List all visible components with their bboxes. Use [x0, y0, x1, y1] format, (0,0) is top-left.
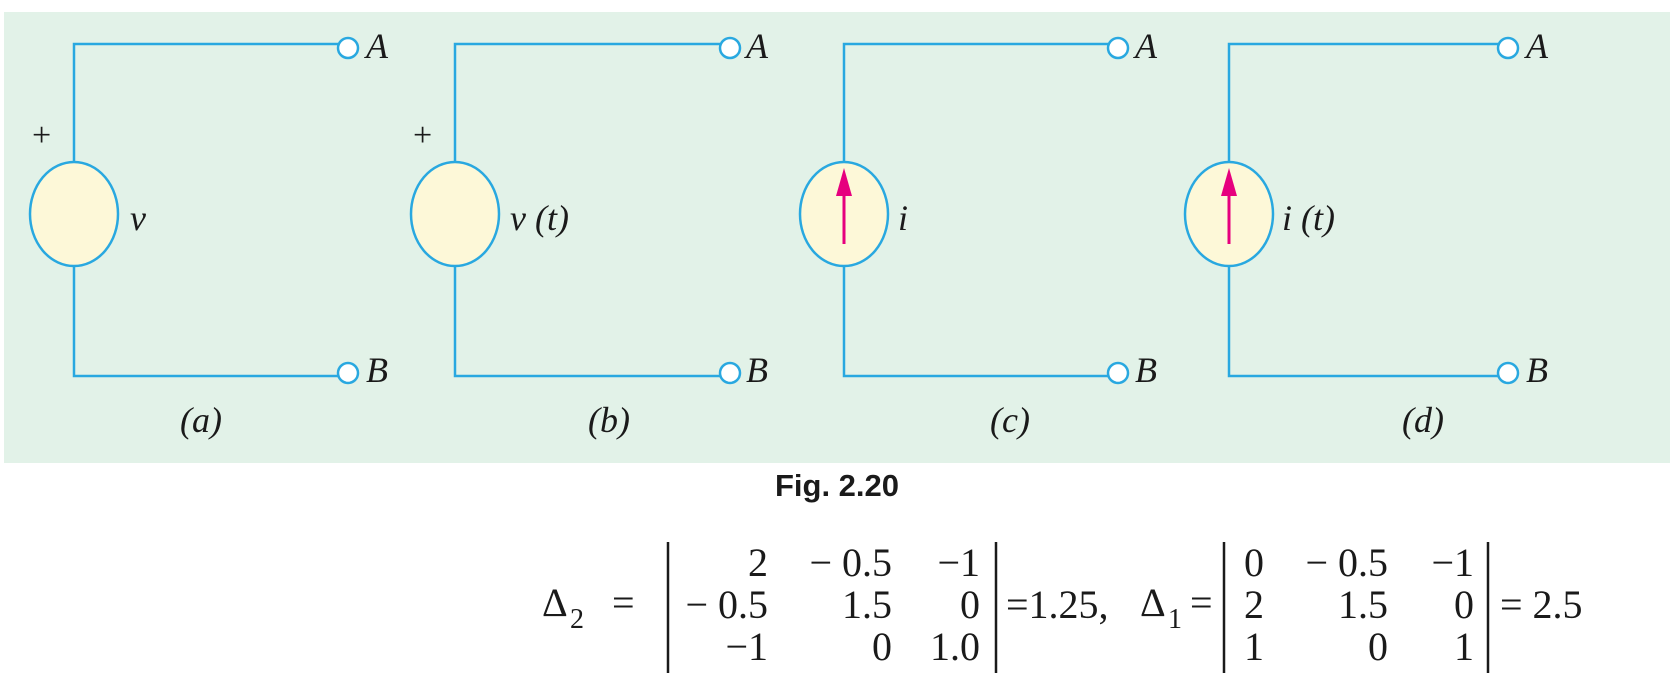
circuit-b-terminal-a — [718, 36, 742, 60]
delta1-cell-0-0: 0 — [1244, 540, 1264, 585]
delta1-symbol: Δ — [1140, 580, 1166, 625]
circuit-c-terminal-b-label: B — [1135, 350, 1157, 390]
circuit-a-source-label: v — [130, 198, 146, 238]
circuit-d: i (t) A B (d) — [1183, 26, 1549, 440]
circuit-c-terminal-b — [1106, 361, 1130, 385]
delta2-cell-2-0: −1 — [725, 624, 768, 669]
delta2-equation: Δ 2 = 2 − 0.5 −1 − 0.5 1.5 0 −1 0 1.0 =1… — [542, 540, 1109, 673]
delta2-cell-1-1: 1.5 — [842, 582, 892, 627]
delta1-cell-2-2: 1 — [1454, 624, 1474, 669]
circuit-b-terminal-b-label: B — [746, 350, 768, 390]
circuit-b-wire-bottom — [453, 266, 720, 378]
figure-caption: Fig. 2.20 — [774, 468, 900, 503]
delta1-subscript: 1 — [1168, 604, 1182, 635]
circuit-c-caption: (c) — [990, 400, 1030, 440]
circuit-c-terminal-a-label: A — [1133, 26, 1158, 66]
delta1-cell-1-2: 0 — [1454, 582, 1474, 627]
circuit-a-voltage-source — [28, 160, 120, 268]
circuit-c-arrow-head — [836, 168, 852, 196]
circuit-a-terminal-b-label: B — [366, 350, 388, 390]
delta1-cell-0-1: − 0.5 — [1305, 540, 1388, 585]
delta2-subscript: 2 — [570, 604, 584, 635]
circuit-c-source-label: i — [898, 198, 908, 238]
delta1-cell-2-0: 1 — [1244, 624, 1264, 669]
delta2-cell-2-1: 0 — [872, 624, 892, 669]
circuit-d-wire-bottom — [1227, 266, 1498, 378]
circuit-c: i A B (c) — [798, 26, 1158, 440]
figure-panel: + v A B (a) + v (t) A B (b) — [4, 12, 1670, 463]
delta2-cell-1-2: 0 — [960, 582, 980, 627]
delta2-cell-1-0: − 0.5 — [685, 582, 768, 627]
circuit-b-terminal-b — [718, 361, 742, 385]
circuit-c-wire-top — [842, 42, 1108, 162]
delta2-cell-0-2: −1 — [937, 540, 980, 585]
delta2-cell-0-0: 2 — [748, 540, 768, 585]
circuit-b-voltage-source — [409, 160, 501, 268]
delta2-cell-2-2: 1.0 — [930, 624, 980, 669]
circuit-d-arrow-head — [1221, 168, 1237, 196]
circuit-d-wire-top — [1227, 42, 1498, 162]
delta1-cell-0-2: −1 — [1431, 540, 1474, 585]
circuit-c-wire-bottom — [842, 266, 1108, 378]
circuit-b-source-label: v (t) — [510, 198, 569, 238]
circuit-a-terminal-a — [336, 36, 360, 60]
circuit-a-plus-sign: + — [32, 117, 51, 154]
delta1-cell-2-1: 0 — [1368, 624, 1388, 669]
circuit-d-terminal-b-label: B — [1526, 350, 1548, 390]
delta1-equation: Δ 1 = 0 − 0.5 −1 2 1.5 0 1 0 1 = 2.5 — [1140, 540, 1583, 673]
circuit-d-terminal-b — [1496, 361, 1520, 385]
circuit-b-wire-top — [453, 42, 720, 162]
circuit-d-caption: (d) — [1402, 400, 1444, 440]
circuit-a-terminal-b — [336, 361, 360, 385]
delta2-result: =1.25, — [1006, 582, 1109, 627]
circuit-b-caption: (b) — [588, 400, 630, 440]
circuit-b: + v (t) A B (b) — [409, 26, 769, 440]
delta1-cell-1-0: 2 — [1244, 582, 1264, 627]
circuit-a-wire-top — [72, 42, 338, 162]
circuit-d-terminal-a — [1496, 36, 1520, 60]
delta2-symbol: Δ — [542, 580, 568, 625]
delta2-cell-0-1: − 0.5 — [809, 540, 892, 585]
circuit-d-source-label: i (t) — [1282, 198, 1335, 238]
circuit-b-terminal-a-label: A — [744, 26, 769, 66]
circuit-a-caption: (a) — [180, 400, 222, 440]
delta1-cell-1-1: 1.5 — [1338, 582, 1388, 627]
circuit-c-terminal-a — [1106, 36, 1130, 60]
circuit-d-terminal-a-label: A — [1524, 26, 1549, 66]
determinant-equations: Δ 2 = 2 − 0.5 −1 − 0.5 1.5 0 −1 0 1.0 =1… — [542, 540, 1583, 673]
circuit-a: + v A B (a) — [28, 26, 389, 440]
circuit-figure: + v A B (a) + v (t) A B (b) — [28, 26, 1549, 440]
circuit-a-terminal-a-label: A — [364, 26, 389, 66]
delta1-result: = 2.5 — [1500, 582, 1583, 627]
delta2-equals: = — [612, 580, 635, 625]
delta1-equals: = — [1190, 580, 1213, 625]
circuit-b-plus-sign: + — [413, 117, 432, 154]
circuit-a-wire-bottom — [72, 266, 338, 378]
